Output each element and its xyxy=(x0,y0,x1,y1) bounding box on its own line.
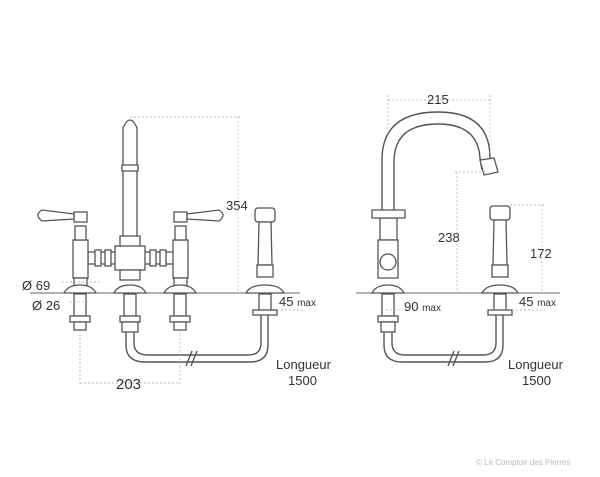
hose-length: 1500 xyxy=(522,373,551,388)
hose-label: Longueur xyxy=(276,357,332,372)
hose xyxy=(125,315,269,363)
thread-diameter-dimension: Ø 26 xyxy=(32,298,60,313)
spout xyxy=(122,119,138,241)
spray-height-dimension: 172 xyxy=(530,246,552,261)
hose xyxy=(383,315,504,363)
height-dimension: 354 xyxy=(226,198,248,213)
bridge-faucet-drawing: 354 Ø 69 Ø 26 203 45 max Longueur 1500 xyxy=(22,116,332,393)
reach-dimension: 215 xyxy=(427,92,449,107)
watermark: © Le Comptoir des Pierres xyxy=(476,458,570,467)
gooseneck-faucet-drawing: 215 238 172 90 max 45 max Longueur 1500 xyxy=(356,92,564,388)
cross-handle xyxy=(371,209,406,219)
flange-diameter-dimension: Ø 69 xyxy=(22,278,50,293)
offset-dimension: 90 max xyxy=(404,299,441,314)
spacing-dimension: 203 xyxy=(116,376,141,393)
sprayer-handle xyxy=(257,221,273,266)
hose-length: 1500 xyxy=(288,373,317,388)
hose-label: Longueur xyxy=(508,357,564,372)
sprayer-head xyxy=(254,207,276,223)
max-thickness-dimension: 45 max xyxy=(519,294,556,309)
spout-height-dimension: 238 xyxy=(438,230,460,245)
right-lever-handle xyxy=(186,209,224,222)
gooseneck-spout xyxy=(381,111,491,240)
sprayer-head xyxy=(489,205,511,221)
left-lever-handle xyxy=(37,209,75,222)
max-thickness-dimension: 45 max xyxy=(279,294,316,309)
